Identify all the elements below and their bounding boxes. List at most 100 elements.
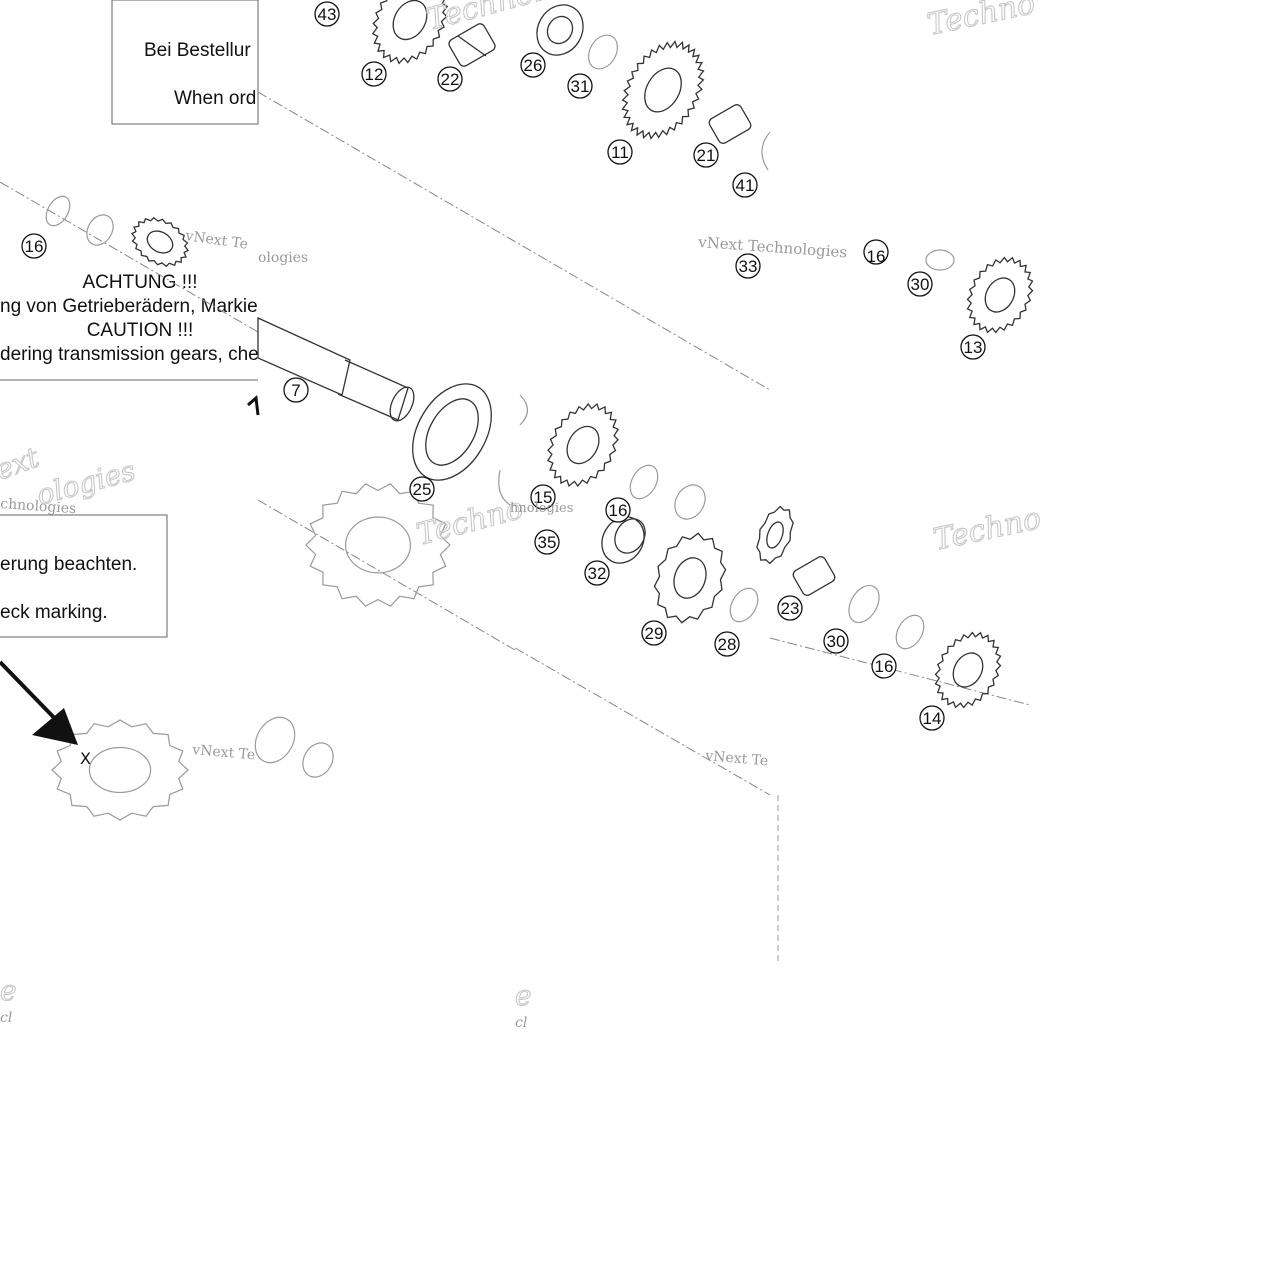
caution-line-de: ng von Getrieberädern, Markie [0,296,258,317]
callout-21: 21 [693,142,719,168]
gear-ghost-bottom-hub [88,746,152,794]
gear-ghost-mid-hub [345,516,412,574]
gear-14-teeth [934,631,1002,709]
svg-text:25: 25 [413,480,432,499]
gear-left-top-teeth [130,216,190,268]
svg-text:23: 23 [781,599,800,618]
clip-bottom-left [302,742,334,778]
order-notice-box: Bei Bestellur When ord [111,0,259,125]
gear-left-top [130,216,190,268]
thrust-washer-31 [587,34,619,70]
callout-7: 7 [283,377,309,403]
watermark-e-bottom-left: e [0,974,17,1007]
thrust-washer-30 [848,584,880,624]
svg-text:33: 33 [739,257,758,276]
watermark-techno-top-right: Techno [924,0,1038,43]
watermark-hnologies-mid: hnologies [510,501,573,516]
circlip-16-lower [895,614,925,650]
needle-bearing-21 [708,104,752,144]
svg-text:16: 16 [25,237,44,256]
callout-29: 29 [641,620,667,646]
svg-text:32: 32 [588,564,607,583]
axis-lines [0,91,1031,962]
gear-12-teeth [371,0,449,65]
circlip-41 [761,131,771,171]
washer-upper [674,484,706,520]
callout-43: 43 [314,1,340,27]
callout-31: 31 [567,73,593,99]
gear-11-teeth [621,40,705,140]
gears-group [51,0,1034,821]
watermark-e-bottom-mid: e [515,979,532,1012]
callout-35: 35 [534,529,560,555]
svg-text:31: 31 [571,77,590,96]
order-notice-en: When ord [174,88,256,109]
watermark-vnext-te-upper-left: vNext Te [183,228,249,253]
washer-left [86,214,114,246]
bushing-32 [601,516,646,564]
caution-line-en: dering transmission gears, che [0,344,259,365]
gear-15 [546,402,620,488]
washer-30-top [925,249,955,271]
marking-arrow: X [0,394,260,768]
callout-32: 32 [584,560,610,586]
callout-41: 41 [732,172,758,198]
callout-30-bottom: 30 [823,628,849,654]
svg-text:35: 35 [538,533,557,552]
callout-33: 33 [735,253,761,279]
watermark-ologies-upper: ologies [258,250,308,266]
watermark-vnext-upper-right: vNext Technologies [697,233,848,261]
svg-text:30: 30 [911,275,930,294]
gear-11 [621,40,705,140]
callout-12: 12 [361,61,387,87]
svg-text:11: 11 [611,143,629,162]
clip-mid-lower [498,469,511,506]
callout-16-left: 16 [21,233,47,259]
svg-text:16: 16 [867,247,886,266]
watermark-technolo-top: Technolo [423,0,564,38]
callout-16-top: 16 [863,239,889,266]
circlip-mid [519,394,529,426]
order-notice-de: Bei Bestellur [144,40,251,61]
svg-text:29: 29 [645,624,664,643]
gear-right-edge-teeth [756,505,794,565]
svg-text:26: 26 [524,56,543,75]
marking-notice-box: erung beachten. eck marking. [0,514,168,638]
small-parts [45,4,955,778]
gear-right-edge-hub [766,521,784,549]
ball-bearing-26 [536,4,584,56]
circlip-left [45,195,71,227]
needle-bearing-23 [792,556,836,596]
marking-notice-en: eck marking. [0,602,108,623]
gear-ghost-bottom-teeth [51,719,189,821]
svg-text:13: 13 [964,338,983,357]
ball-bearing-25 [412,383,492,481]
gear-right-edge [756,505,794,565]
svg-text:30: 30 [827,632,846,651]
svg-text:16: 16 [875,657,894,676]
gear-14 [934,631,1002,709]
gear-14-hub [952,652,984,688]
gear-left-top-hub [146,230,174,254]
svg-text:43: 43 [318,5,337,24]
caution-notice-box: ACHTUNG !!! ng von Getrieberädern, Marki… [0,272,259,381]
gear-12 [371,0,449,65]
watermark-vnext-te-lower-left: vNext Te [191,742,256,764]
watermark-techno-right: Techno [930,501,1044,558]
caution-heading-de: ACHTUNG !!! [82,272,197,293]
gear-13 [966,256,1034,334]
callout-16-mid: 16 [605,497,631,523]
watermark-vnext-te-lower-mid: vNext Te [704,748,769,770]
watermarks: Techno Technolo Techno Techno ext ologie… [0,0,1045,1031]
svg-text:16: 16 [609,501,628,520]
callout-11: 11 [607,139,633,165]
watermark-chnologies-left: chnologies [0,496,77,517]
callout-15: 15 [530,484,556,510]
watermark-cl-mid: cl [515,1015,527,1031]
svg-text:15: 15 [534,488,553,507]
gear-ghost-bottom [51,719,189,821]
callout-28: 28 [714,631,740,657]
gear-11-hub [644,67,682,113]
callout-25: 25 [409,476,435,502]
